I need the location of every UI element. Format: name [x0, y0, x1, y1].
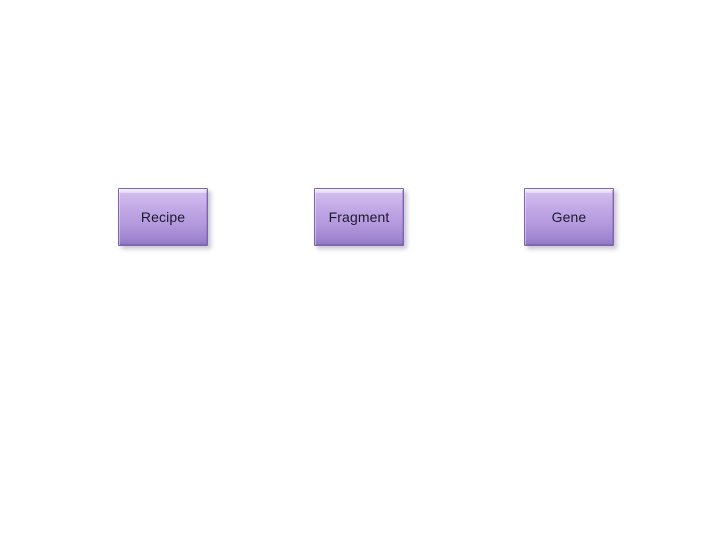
- node-gene[interactable]: Gene: [524, 188, 614, 246]
- node-recipe-label: Recipe: [140, 209, 186, 225]
- node-fragment-label: Fragment: [328, 209, 390, 225]
- node-fragment[interactable]: Fragment: [314, 188, 404, 246]
- node-gene-label: Gene: [551, 209, 587, 225]
- node-recipe[interactable]: Recipe: [118, 188, 208, 246]
